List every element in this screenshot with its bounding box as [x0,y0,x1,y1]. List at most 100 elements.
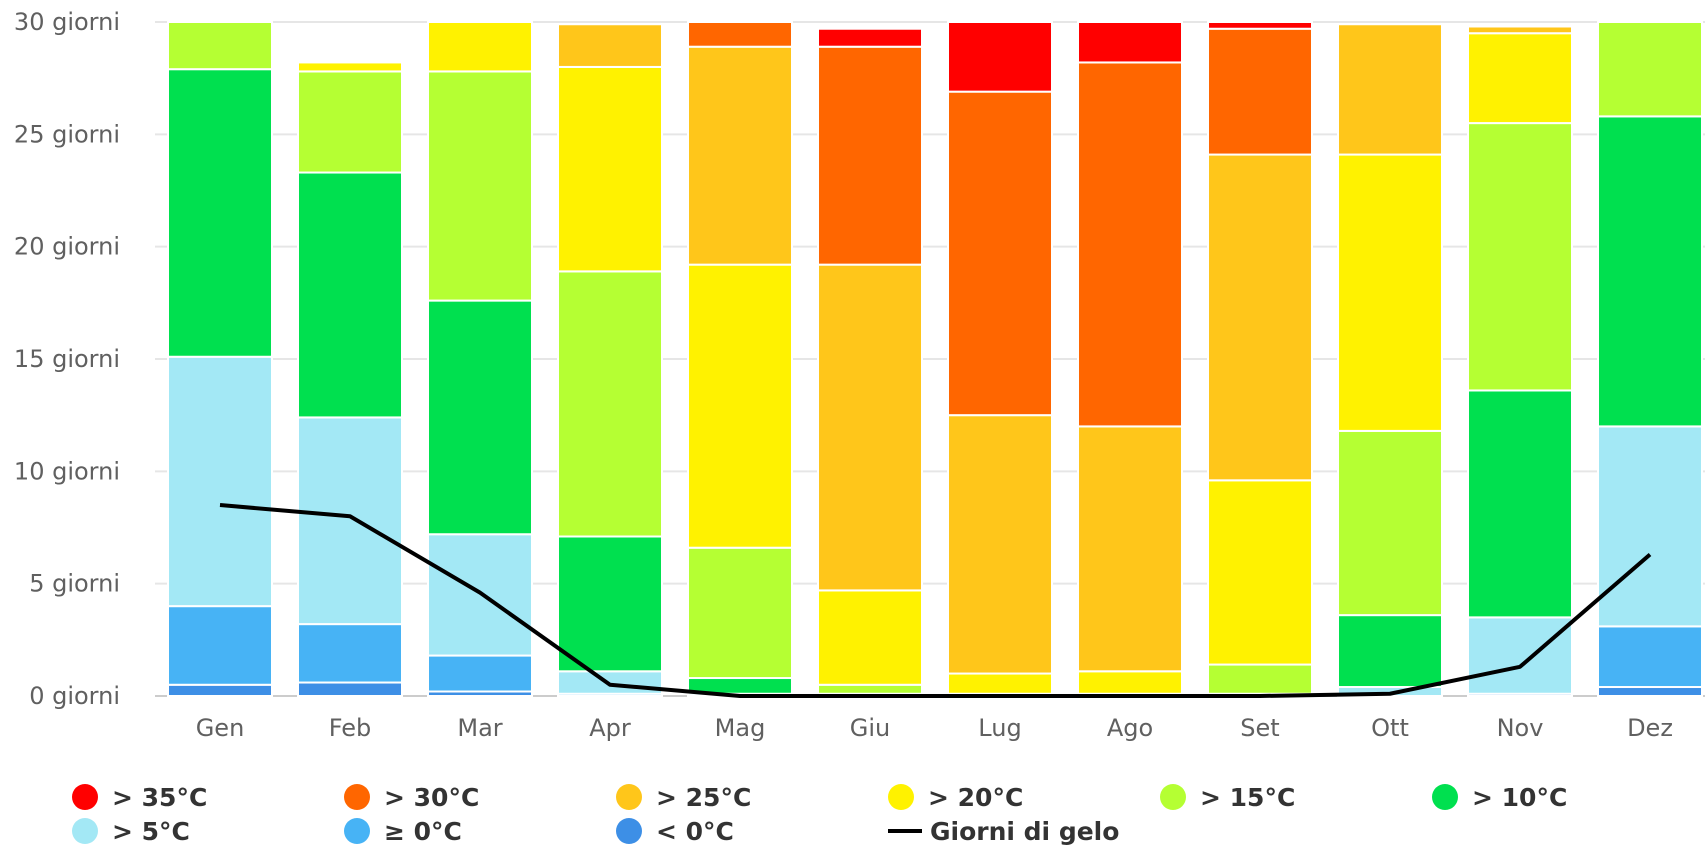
y-tick-label: 0 giorni [29,682,120,710]
legend-item[interactable]: > 25°C [616,780,751,814]
bar-segment [297,70,403,174]
legend: > 35°C > 30°C > 25°C > 20°C > 15°C > 10°C > 5°… [0,780,1705,852]
bar-segment [557,65,663,273]
bar-segment [1077,425,1183,673]
bar-segment [427,21,533,73]
legend-dot-marker [616,818,642,844]
bar-segment [1467,32,1573,125]
legend-dot-marker [72,818,98,844]
x-tick-label: Mar [457,714,502,742]
legend-item[interactable]: > 20°C [888,780,1023,814]
x-tick-label: Lug [978,714,1021,742]
bar-segment [557,23,663,68]
frost-days-line [219,503,1652,698]
y-tick-label: 5 giorni [29,570,120,598]
bar-segment [1337,23,1443,156]
legend-line-marker [888,829,922,833]
legend-label: > 30°C [384,782,480,812]
bar-segment [1207,663,1313,695]
bar-segment [297,171,403,419]
bar-segment [1597,115,1703,428]
bar-segment [297,61,403,73]
bar-segment [1337,429,1443,617]
bar-segment [687,21,793,48]
gridlines [155,21,1705,697]
bar-segment [167,683,273,697]
y-tick-label: 25 giorni [14,120,120,148]
y-tick-label: 30 giorni [14,8,120,36]
legend-label: > 10°C [1472,782,1568,812]
bar-segment [557,270,663,538]
legend-dot-marker [72,784,98,810]
bar-segment [1337,614,1443,689]
bar-segment [557,535,663,673]
legend-item[interactable]: > 35°C [72,780,207,814]
bar-segment [1467,25,1573,35]
bar-segment [427,299,533,536]
bar-segment [1077,21,1183,64]
legend-dot-marker [344,784,370,810]
bar-segment [817,589,923,686]
bar-segment [947,672,1053,695]
bar-segment [817,683,923,695]
legend-item[interactable]: Giorni di gelo [888,814,1119,848]
x-tick-label: Nov [1497,714,1544,742]
legend-item[interactable]: > 10°C [1432,780,1567,814]
bar-segment [1467,389,1573,619]
bar-segment [1597,21,1703,118]
bar-segment [167,355,273,608]
y-tick-label: 20 giorni [14,233,120,261]
bar-segment [1207,479,1313,666]
bar-segment [167,68,273,358]
bar-segment [297,681,403,698]
bar-segment [1597,686,1703,697]
frost-days-polyline [219,503,1652,698]
bar-segment [817,27,923,48]
legend-label: > 25°C [656,782,752,812]
bar-segment [1077,61,1183,428]
legend-item[interactable]: > 30°C [344,780,479,814]
y-tick-label: 15 giorni [14,345,120,373]
bar-segment [1597,625,1703,689]
bar-segment [947,21,1053,93]
bar-segment [427,70,533,302]
x-tick-label: Apr [589,714,631,742]
legend-dot-marker [888,784,914,810]
bar-segment [1467,616,1573,695]
bar-segment [947,414,1053,675]
x-tick-label: Ott [1371,714,1409,742]
bar-segment [1597,425,1703,628]
legend-dot-marker [1432,784,1458,810]
x-tick-label: Set [1240,714,1279,742]
x-tick-label: Feb [329,714,372,742]
bar-segment [1467,122,1573,392]
legend-item[interactable]: > 5°C [72,814,190,848]
bar-segment [817,263,923,592]
bar-segment [1207,153,1313,482]
legend-label: > 20°C [928,782,1024,812]
bar-segment [1207,21,1313,30]
legend-label: < 0°C [656,816,734,846]
legend-dot-marker [616,784,642,810]
legend-item[interactable]: < 0°C [616,814,734,848]
bar-segment [687,546,793,680]
legend-label: > 5°C [112,816,190,846]
bar-segment [817,45,923,266]
legend-dot-marker [1160,784,1186,810]
bar-segment [297,416,403,626]
x-tick-label: Gen [196,714,245,742]
bar-segment [947,90,1053,417]
x-tick-label: Giu [850,714,890,742]
bar-segment [687,263,793,549]
legend-item[interactable]: ≥ 0°C [344,814,462,848]
bar-segment [167,21,273,71]
bar-segment [427,654,533,693]
bar-segment [687,45,793,266]
legend-label: > 15°C [1200,782,1296,812]
legend-item[interactable]: > 15°C [1160,780,1295,814]
bar-segment [167,605,273,686]
bars [167,21,1703,698]
